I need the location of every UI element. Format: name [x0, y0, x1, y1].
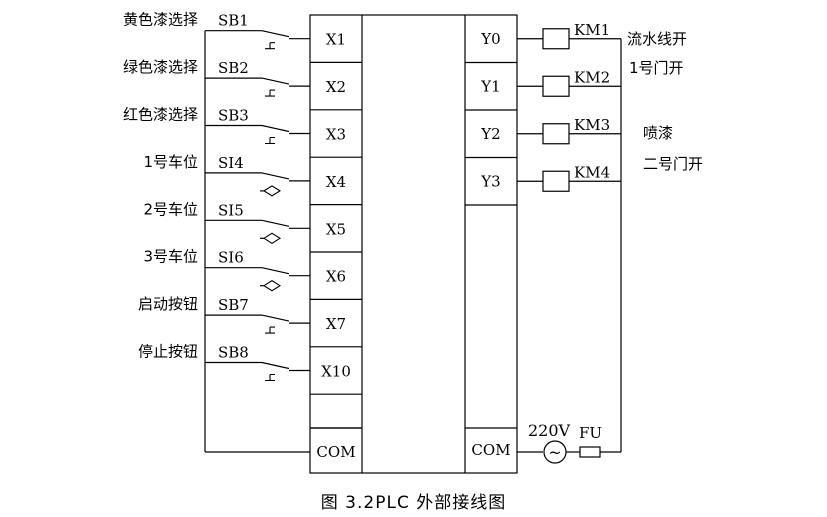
switch-blade	[261, 30, 290, 38]
input-label: 2号车位	[143, 200, 198, 218]
input-row-x4: X4 1号车位 SI4	[143, 153, 362, 197]
switch-blade	[261, 219, 290, 227]
ac-tilde: ~	[548, 443, 561, 462]
coil-km3	[542, 123, 570, 145]
port-label-x5: X5	[326, 220, 346, 238]
switch-blade	[261, 172, 290, 180]
port-label-x2: X2	[326, 78, 346, 96]
plc-body	[309, 14, 518, 474]
input-label: 绿色漆选择	[123, 58, 198, 76]
input-row-x1: X1 黄色漆选择 SB1	[123, 11, 346, 50]
fuse-symbol	[579, 446, 601, 458]
figure-caption: 图 3.2PLC 外部接线图	[320, 493, 507, 513]
device-label-sb8: SB8	[218, 344, 249, 362]
coil-km2	[542, 75, 570, 97]
device-label-sb1: SB1	[218, 12, 249, 30]
fuse-label: FU	[579, 424, 602, 442]
input-row-x3: X3 红色漆选择 SB3	[123, 106, 362, 145]
pushbutton-symbol	[265, 326, 275, 334]
device-label-si5: SI5	[218, 201, 244, 219]
output-label: 1号门开	[629, 59, 684, 77]
output-com-label: COM	[471, 441, 510, 459]
switch-blade	[261, 77, 290, 85]
output-row-y0: Y0 KM1	[480, 21, 621, 50]
input-label: 红色漆选择	[123, 106, 198, 124]
input-label: 1号车位	[143, 153, 198, 171]
pushbutton-symbol	[265, 373, 275, 382]
output-row-y1: Y1 KM2	[465, 61, 621, 97]
device-label-si6: SI6	[218, 249, 244, 267]
output-label: 喷漆	[643, 124, 673, 142]
pushbutton-symbol	[265, 89, 275, 97]
proximity-sensor-symbol	[262, 232, 282, 244]
switch-blade	[261, 361, 290, 370]
device-label-km4: KM4	[574, 163, 610, 181]
input-label: 黄色漆选择	[123, 11, 198, 29]
output-row-y3: Y3 KM4	[465, 156, 621, 192]
port-label-y3: Y3	[480, 172, 500, 190]
input-row-x10: X10 停止按钮 SB8	[138, 343, 362, 382]
common-circuit: COM ~220V FU	[471, 421, 621, 464]
port-label-x7: X7	[326, 315, 346, 333]
output-label: 二号门开	[643, 155, 703, 173]
device-label-sb2: SB2	[218, 59, 249, 77]
pushbutton-symbol	[265, 42, 275, 50]
port-label-x10: X10	[321, 363, 351, 381]
device-label-si4: SI4	[218, 154, 244, 172]
input-row-x7: X7 启动按钮 SB7	[138, 295, 362, 334]
port-label-x4: X4	[326, 173, 346, 191]
input-row-x5: X5 2号车位 SI5	[143, 200, 362, 244]
switch-blade	[261, 314, 290, 322]
coil-km4	[542, 170, 570, 192]
port-label-x6: X6	[326, 268, 346, 286]
output-row-y2: Y2 KM3	[465, 109, 621, 145]
output-label: 流水线开	[627, 30, 687, 48]
port-label-x3: X3	[326, 126, 346, 144]
input-com-label: COM	[316, 443, 355, 461]
device-label-sb7: SB7	[218, 296, 249, 314]
device-label-sb3: SB3	[218, 107, 249, 125]
proximity-sensor-symbol	[262, 280, 282, 292]
pushbutton-symbol	[265, 136, 275, 145]
proximity-sensor-symbol	[262, 185, 282, 197]
device-label-km3: KM3	[574, 116, 610, 134]
input-label: 停止按钮	[138, 343, 198, 361]
switch-blade	[261, 267, 290, 275]
input-label: 启动按钮	[138, 295, 198, 313]
coil-km1	[542, 28, 570, 50]
device-label-km2: KM2	[574, 68, 610, 86]
port-label-y1: Y1	[480, 77, 500, 95]
port-label-x1: X1	[326, 31, 346, 49]
device-label-km1: KM1	[574, 21, 610, 39]
input-label: 3号车位	[143, 248, 198, 266]
input-row-x2: X2 绿色漆选择 SB2	[123, 58, 362, 97]
supply-voltage-label: 220V	[528, 421, 571, 440]
port-label-y2: Y2	[480, 125, 500, 143]
input-row-x6: X6 3号车位 SI6	[143, 248, 362, 292]
switch-blade	[261, 124, 290, 133]
port-label-y0: Y0	[480, 30, 500, 48]
